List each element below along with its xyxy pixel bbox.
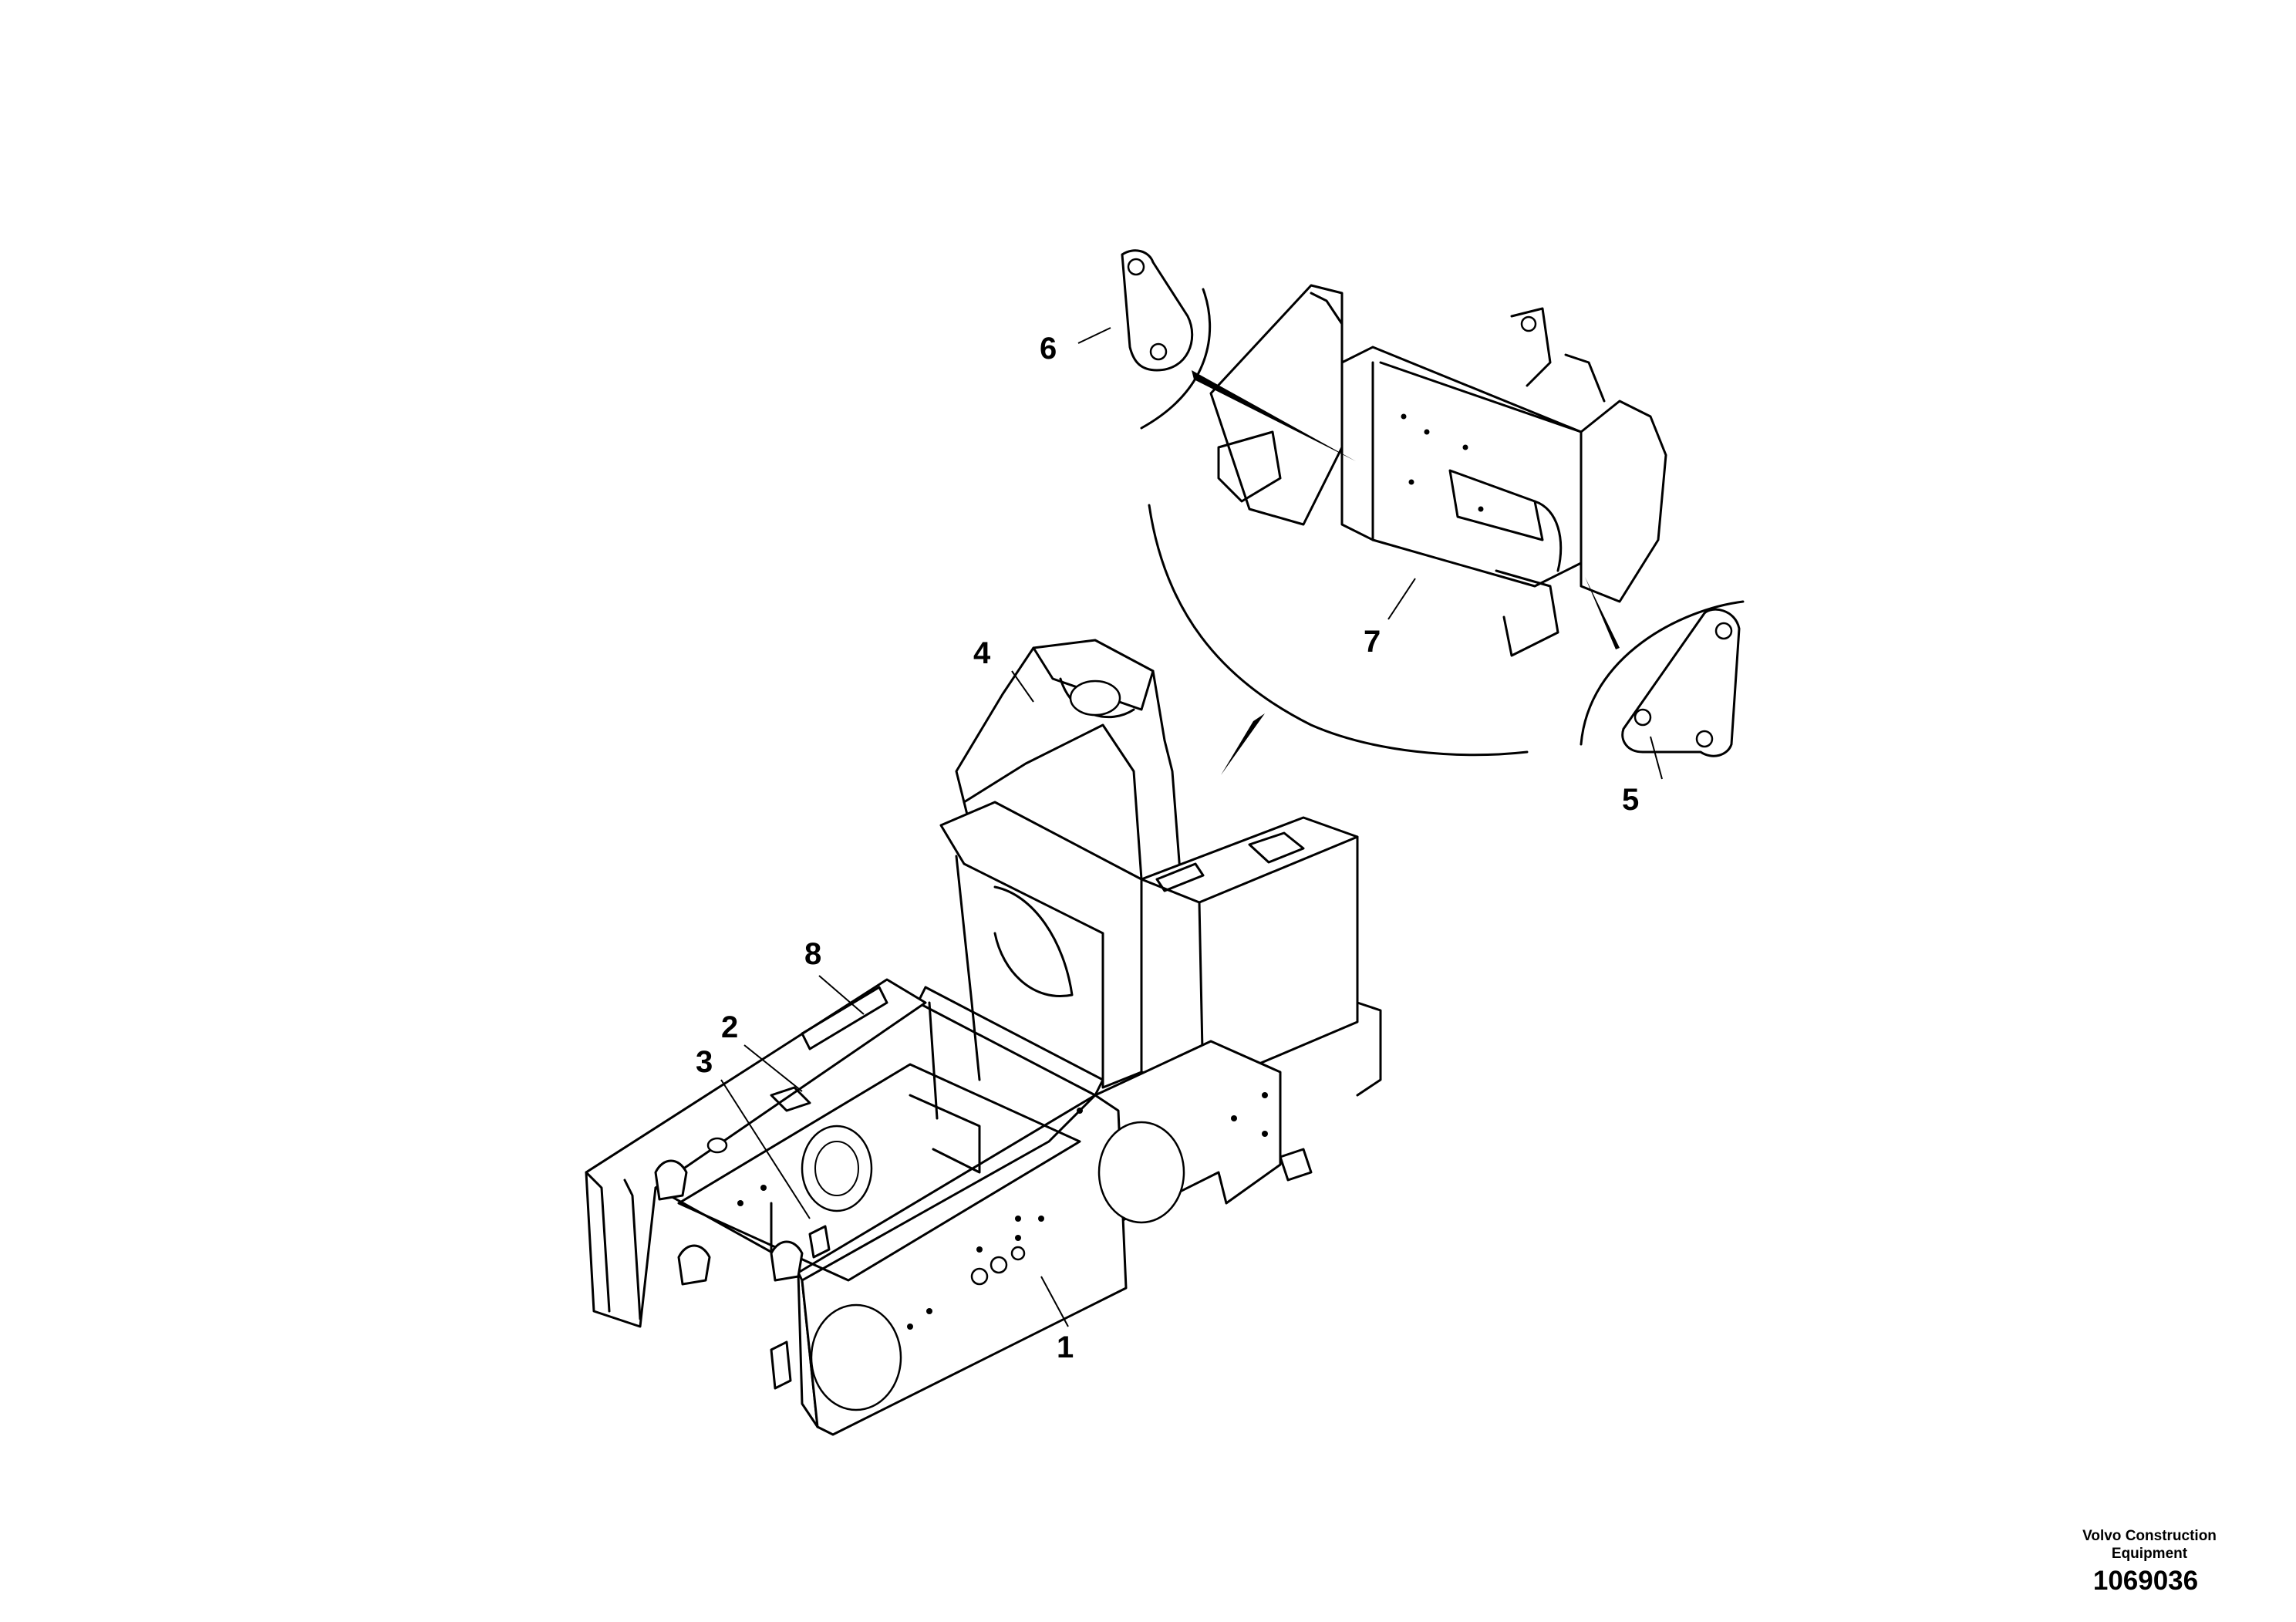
plate-5-arc xyxy=(1580,600,1745,746)
brand-name-line-1: Volvo Construction xyxy=(2082,1528,2217,1544)
callouts: 1 2 3 4 5 6 7 8 xyxy=(696,332,1639,1364)
callout-5: 5 xyxy=(1622,783,1639,817)
callout-1: 1 xyxy=(1057,1330,1074,1364)
plate-5 xyxy=(1621,608,1741,757)
rail-bolt-holes xyxy=(737,1092,1268,1330)
plate-6-arc xyxy=(1140,288,1212,430)
leader-lines xyxy=(720,327,1663,1327)
axle-opening-front xyxy=(810,1303,902,1411)
drawing-number: 1069036 xyxy=(2092,1566,2199,1596)
plate-6 xyxy=(1121,249,1194,372)
callout-8: 8 xyxy=(804,937,821,971)
rear-tower xyxy=(955,639,1182,881)
callout-4: 4 xyxy=(973,636,991,670)
brand-name-line-2: Equipment xyxy=(2111,1546,2188,1562)
callout-6: 6 xyxy=(1040,332,1057,366)
main-frame xyxy=(585,639,1382,1436)
callout-2: 2 xyxy=(721,1010,738,1044)
detail-pointer xyxy=(1221,713,1265,775)
callout-3: 3 xyxy=(696,1045,713,1079)
axle-opening-rear xyxy=(1097,1121,1185,1224)
detail-inset xyxy=(1121,249,1745,775)
detail-arc xyxy=(1148,504,1529,757)
callout-7: 7 xyxy=(1364,625,1381,659)
upper-cross-frame xyxy=(939,801,1143,1089)
